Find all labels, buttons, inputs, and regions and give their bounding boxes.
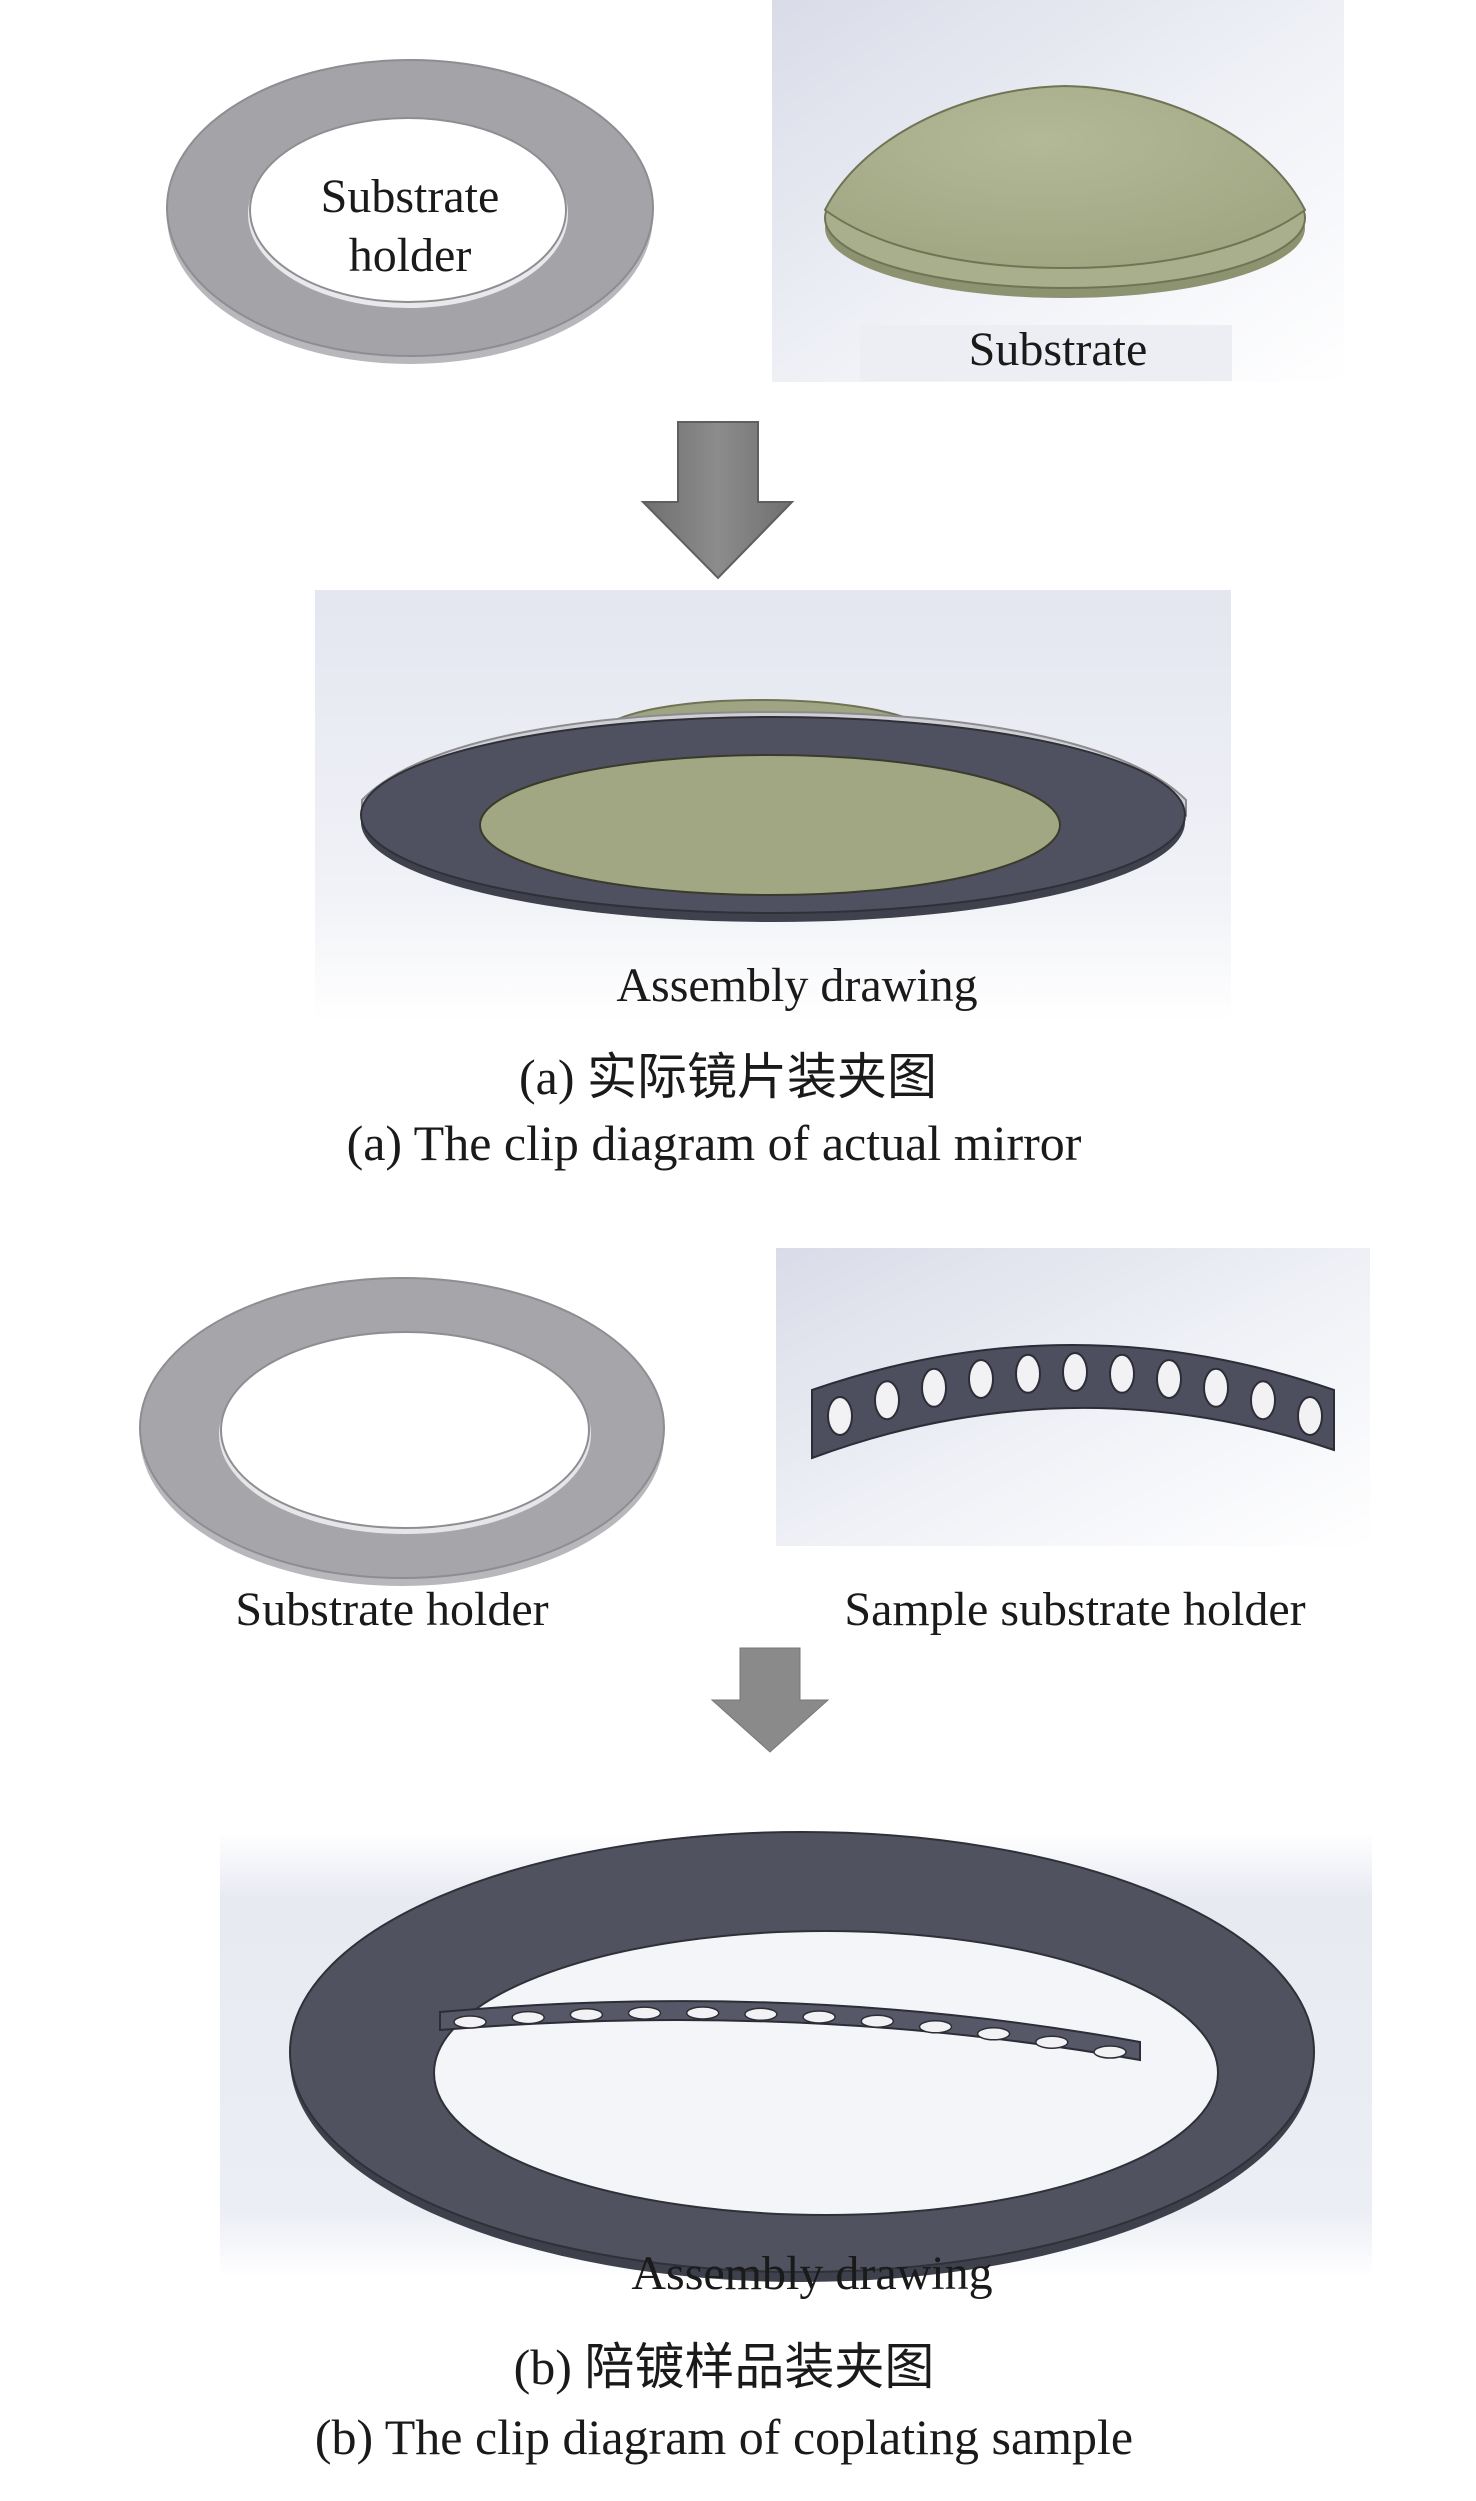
assembly-strip-hole [627,2006,662,2020]
assembly-strip-hole [1035,2035,1069,2049]
assembly-drawing-b [289,1831,1315,2282]
down-arrow-b [710,1647,830,1753]
assembly-strip-hole [569,2007,604,2022]
assembly-strip-hole [918,2020,953,2034]
substrate-holder-label-line1: Substrate [320,170,500,223]
substrate-holder-ring-b [139,1277,665,1586]
substrate-holder-ring-a [166,59,654,364]
sample-strip-hole [1015,1353,1041,1394]
substrate-holder-label-line2: holder [348,229,472,282]
assembly-strip-band [439,2000,1141,2062]
substrate-label-backdrop [860,325,1232,381]
assembly-label-a: Assembly drawing [616,959,978,1012]
sample-strip-hole [874,1380,900,1421]
substrate-label: Substrate [968,323,1148,376]
assembly-strip-hole [744,2007,778,2022]
sample-strip-hole [1156,1359,1182,1399]
assembly-drawing-a [360,699,1187,922]
caption-a-chinese: (a) 实际镜片装夹图 [519,1049,937,1105]
assembly-strip-hole [511,2010,545,2025]
caption-b-english: (b) The clip diagram of coplating sample [314,2409,1134,2465]
sample-strip-hole [1062,1352,1088,1392]
sample-strip-hole [827,1396,853,1436]
down-arrow-a [640,421,795,580]
assembly-strip-hole [685,2006,720,2020]
sample-strip-hole [1297,1396,1323,1436]
sample-strip-hole [1203,1367,1229,1408]
substrate-holder-label-b: Substrate holder [235,1583,549,1636]
sample-strip-hole [968,1359,994,1399]
assembly-label-b: Assembly drawing [631,2247,993,2300]
sample-substrate-holder-label: Sample substrate holder [844,1583,1306,1636]
assembly-strip-hole [453,2015,487,2029]
sample-strip-hole [1250,1380,1276,1421]
caption-b-chinese: (b) 陪镀样品装夹图 [513,2339,935,2395]
caption-a-english: (a) The clip diagram of actual mirror [346,1115,1082,1171]
assembly-strip-hole [1093,2045,1127,2059]
substrate-dome [823,84,1307,298]
sample-strip-hole [921,1367,947,1408]
sample-substrate-holder-strip [811,1344,1335,1460]
sample-strip-hole [1109,1353,1135,1394]
assembly-strip-hole [976,2027,1011,2041]
assembly-strip-hole [802,2010,836,2024]
assembly-strip-hole [860,2014,895,2028]
